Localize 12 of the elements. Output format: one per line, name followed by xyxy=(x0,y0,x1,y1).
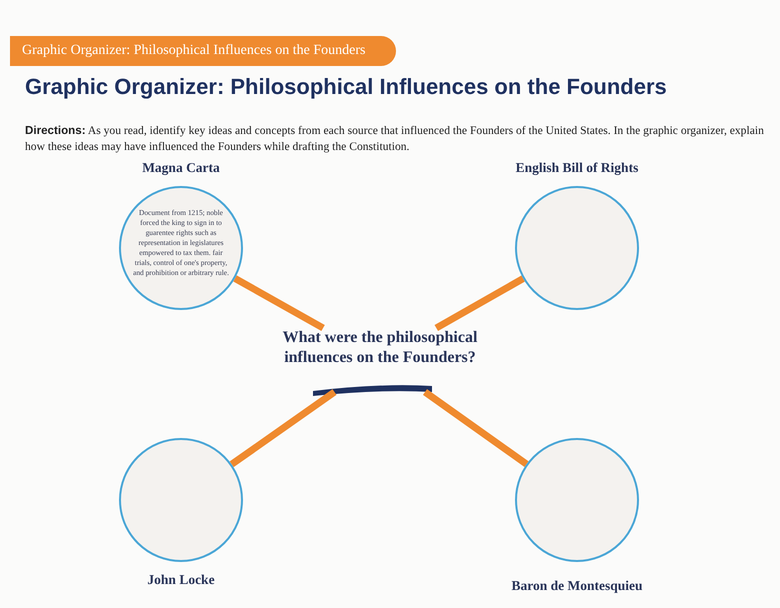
question-text: What were the philosophical influences on the Founders? xyxy=(270,328,490,392)
banner: Graphic Organizer: Philosophical Influences on the Founders xyxy=(10,36,396,66)
title: Graphic Organizer: Philosophical Influences on the Founders xyxy=(25,74,667,100)
source-heading: Magna Carta xyxy=(141,160,221,176)
source-heading: Baron de Montesquieu xyxy=(510,578,644,594)
brush-connector xyxy=(422,389,529,467)
source-heading: John Locke xyxy=(146,572,216,588)
brush-connector xyxy=(233,275,325,332)
directions-text: Directions: As you read, identify key ideas and concepts from each source that influenced the Founders of the United States. In the graphic organizer, explain how these ideas may have influenced the Founders while drafting the Constitution. xyxy=(25,123,765,155)
source-heading: English Bill of Rights xyxy=(514,160,640,176)
brush-connector xyxy=(230,389,337,468)
brush-connector xyxy=(434,276,525,332)
